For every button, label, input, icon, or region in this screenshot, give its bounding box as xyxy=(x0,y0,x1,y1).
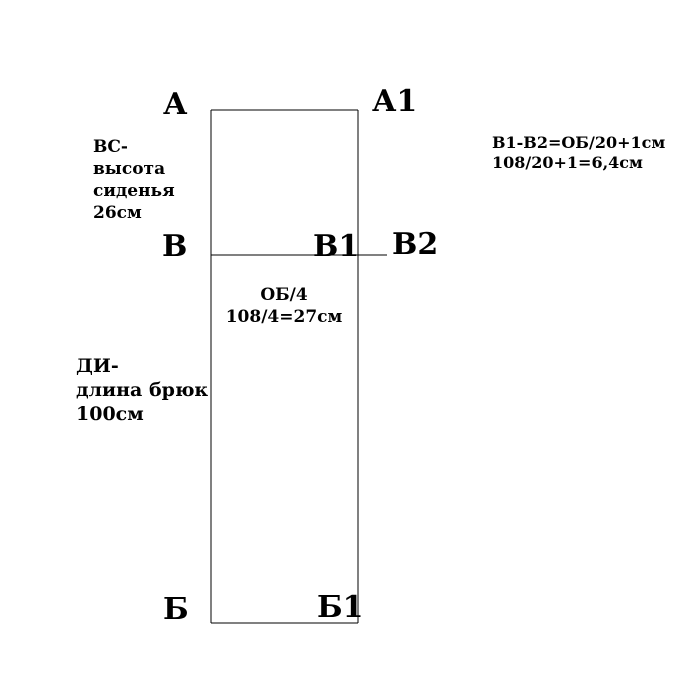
hip-quarter-note: ОБ/4 108/4=27см xyxy=(224,284,344,328)
point-b1-label: В1 xyxy=(313,229,360,264)
point-bottom-label: Б xyxy=(163,592,189,627)
hip-quarter-line-1: ОБ/4 xyxy=(260,285,308,305)
trouser-length-line-1: ДИ- xyxy=(76,355,119,377)
point-a-label: А xyxy=(163,87,188,122)
seat-height-line-1: ВС- xyxy=(93,137,128,157)
b1-b2-formula-line-1: В1-В2=ОБ/20+1см xyxy=(492,133,666,152)
point-bottom1-label: Б1 xyxy=(317,590,364,625)
trouser-length-note: ДИ- длина брюк 100см xyxy=(76,354,208,426)
trouser-length-line-2: длина брюк xyxy=(76,379,209,401)
point-a1-label: А1 xyxy=(372,84,418,119)
seat-height-line-3: сиденья xyxy=(93,181,175,201)
seat-height-note: ВС- высота сиденья 26см xyxy=(93,136,175,224)
seat-height-line-4: 26см xyxy=(93,203,142,223)
hip-quarter-line-2: 108/4=27см xyxy=(225,307,343,327)
seat-height-line-2: высота xyxy=(93,159,166,179)
b1-b2-formula-line-2: 108/20+1=6,4см xyxy=(492,153,643,172)
point-b-label: В xyxy=(162,229,188,264)
trouser-length-line-3: 100см xyxy=(76,403,144,425)
b1-b2-formula-note: В1-В2=ОБ/20+1см 108/20+1=6,4см xyxy=(492,133,665,173)
point-b2-label: В2 xyxy=(392,227,439,262)
